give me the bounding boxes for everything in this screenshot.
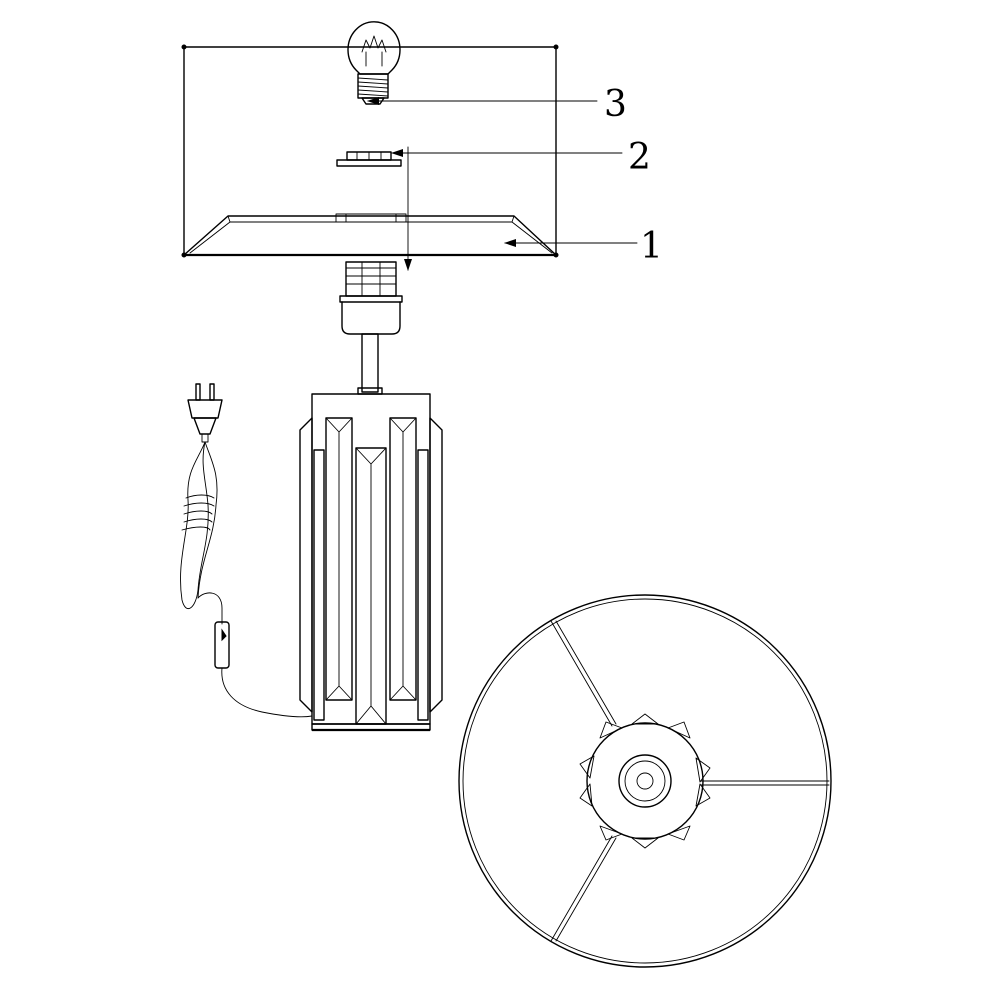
lamp-base [299,393,443,732]
shade-ring [336,151,402,167]
power-cord [180,383,313,718]
callout-number-1: 1 [640,226,663,267]
bulb [347,21,401,105]
lamp-socket [339,261,403,395]
lampshade-side-view [181,44,559,258]
callout-number-2: 2 [628,137,651,178]
callout-number-3: 3 [604,84,627,125]
lampshade-top-view [458,594,832,968]
